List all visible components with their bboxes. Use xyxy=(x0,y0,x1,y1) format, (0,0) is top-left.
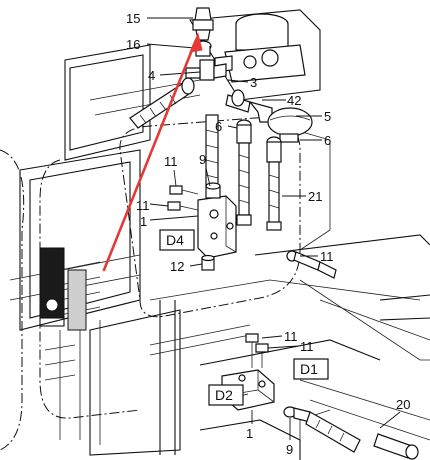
fitting-9-upper xyxy=(205,182,221,199)
hose-lower xyxy=(305,411,361,453)
callout-11-d: 11 xyxy=(284,329,298,344)
callout-16: 16 xyxy=(126,37,140,52)
detail-label-d2: D2 xyxy=(208,384,244,406)
callout-9-lower: 9 xyxy=(286,442,293,457)
callout-15: 15 xyxy=(126,11,140,26)
accumulator-5 xyxy=(267,107,313,143)
fitting-15 xyxy=(192,7,214,41)
detail-label-d2-text: D2 xyxy=(215,387,233,403)
hose-6-left xyxy=(236,119,252,226)
fitting-11-right xyxy=(286,250,337,279)
detail-label-d1: D1 xyxy=(293,358,329,380)
callout-5: 5 xyxy=(324,109,331,124)
manifold-block-upper xyxy=(197,195,237,259)
callout-1-upper: 1 xyxy=(140,214,147,229)
hose-20 xyxy=(373,433,419,460)
detail-label-d1-text: D1 xyxy=(300,361,318,377)
callout-numbers: 15 16 4 3 42 5 6 6 21 11 11 1 9 12 11 11… xyxy=(126,11,410,457)
detail-label-d4-text: D4 xyxy=(166,232,184,248)
callout-12: 12 xyxy=(170,259,184,274)
callout-20: 20 xyxy=(396,397,410,412)
callout-11-b: 11 xyxy=(136,198,150,213)
hose-upper-left xyxy=(129,77,195,129)
screw-11-a xyxy=(169,185,199,195)
hose-6-right xyxy=(266,136,282,231)
black-panel-component xyxy=(39,247,65,327)
callout-6-left: 6 xyxy=(215,119,222,134)
pointer-arrow xyxy=(102,32,203,272)
hose-to-42 xyxy=(225,89,273,123)
screw-11-lower-a xyxy=(245,333,259,368)
callout-21: 21 xyxy=(308,189,322,204)
detail-outline-dashed xyxy=(39,117,301,419)
tee-fitting-4 xyxy=(185,59,227,81)
callout-9-upper: 9 xyxy=(199,152,206,167)
valve-block-top xyxy=(214,13,306,83)
callout-6-right: 6 xyxy=(324,133,331,148)
pointer-arrow-shaft xyxy=(102,38,198,272)
plug-12 xyxy=(201,254,215,271)
callout-11-e: 11 xyxy=(300,339,314,354)
detail-label-d4: D4 xyxy=(159,229,195,251)
callout-1-lower: 1 xyxy=(246,426,253,441)
screw-11-lower-b xyxy=(255,343,269,368)
fitting-9-lower xyxy=(283,406,311,423)
screw-11-b xyxy=(167,201,199,211)
callout-11-a: 11 xyxy=(164,154,178,169)
pointer-arrow-head xyxy=(189,32,203,53)
callout-4: 4 xyxy=(148,68,155,83)
callout-3: 3 xyxy=(250,75,257,90)
callout-11-c: 11 xyxy=(320,249,334,264)
callout-42: 42 xyxy=(287,93,301,108)
leader-lines xyxy=(146,17,401,440)
